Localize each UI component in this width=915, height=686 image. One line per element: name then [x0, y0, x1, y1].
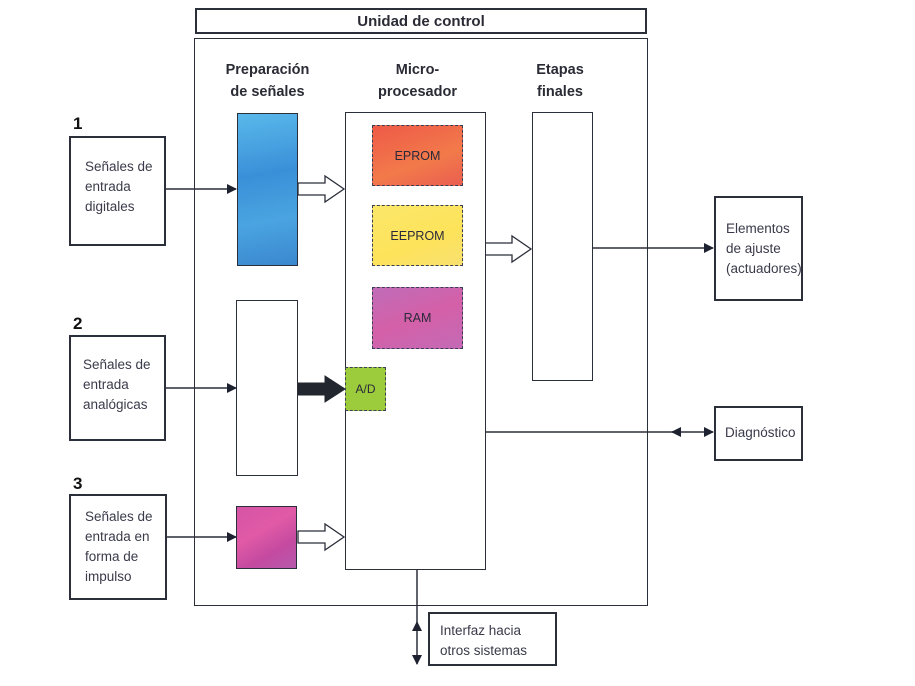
- input-number-2: 2: [73, 314, 83, 333]
- header-signal-prep: Preparación de señales: [225, 62, 310, 100]
- hollow-arrow-impulse: [297, 522, 346, 552]
- final-stages-block: [532, 112, 593, 381]
- output-box-interface: [428, 612, 557, 666]
- control-unit-title-box: Unidad de control: [195, 8, 647, 34]
- ad-converter-label: A/D: [355, 382, 376, 396]
- prep-block-analog: [236, 300, 298, 476]
- hollow-arrow-digital: [297, 174, 346, 204]
- input-label-digital: Señales de entrada digitales: [85, 159, 153, 214]
- prep-block-digital: [237, 113, 298, 266]
- output-label-actuators: Elementos de ajuste (actuadores): [726, 221, 802, 276]
- input-label-analog: Señales de entrada analógicas: [83, 357, 151, 412]
- input-box-digital: [69, 136, 166, 246]
- output-box-diagnostic: [714, 406, 803, 461]
- header-final-stages: Etapas finales: [536, 62, 584, 100]
- hollow-arrow-to-final: [484, 234, 533, 264]
- solid-arrow-analog: [297, 375, 346, 403]
- input-box-analog: [69, 335, 166, 441]
- input-label-impulse: Señales de entrada en forma de impulso: [85, 509, 153, 584]
- memory-block-eeprom: EEPROM: [372, 205, 463, 266]
- input-box-impulse: [69, 494, 167, 600]
- prep-block-impulse: [236, 506, 297, 569]
- control-unit-title: Unidad de control: [357, 12, 485, 30]
- memory-block-ram: RAM: [372, 287, 463, 349]
- memory-label-ram: RAM: [403, 311, 432, 325]
- output-label-interface: Interfaz hacia otros sistemas: [440, 623, 528, 658]
- output-label-diagnostic: Diagnóstico: [725, 425, 796, 440]
- input-number-3: 3: [73, 474, 83, 493]
- ad-converter-block: A/D: [345, 367, 386, 411]
- memory-label-eprom: EPROM: [394, 148, 441, 163]
- control-unit-frame: [194, 38, 648, 606]
- header-microprocessor: Micro- procesador: [378, 62, 457, 100]
- memory-block-eprom: EPROM: [372, 125, 463, 186]
- input-number-1: 1: [73, 114, 83, 133]
- memory-label-eeprom: EEPROM: [390, 228, 445, 243]
- output-box-actuators: [714, 196, 803, 301]
